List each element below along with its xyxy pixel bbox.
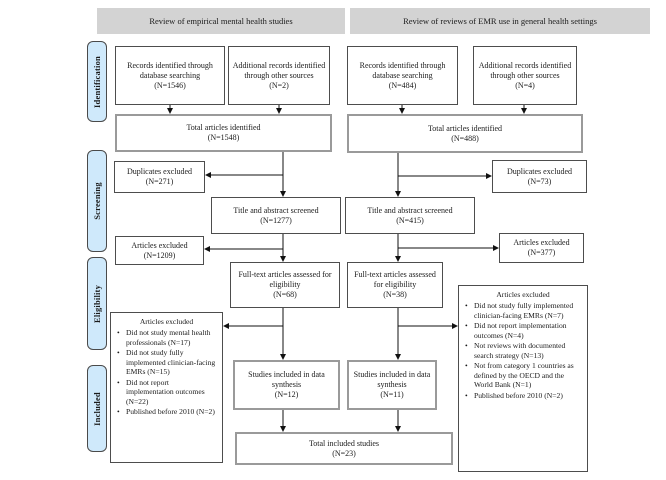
box-fulltext-excluded-right: Articles excluded Did not study fully im… <box>458 285 588 472</box>
box-title-abstract-right: Title and abstract screened (N=415) <box>345 197 475 234</box>
column-header-right-label: Review of reviews of EMR use in general … <box>403 16 597 26</box>
box-records-other-left: Additional records identified through ot… <box>228 46 330 105</box>
exclusion-item: Did not report implementation outcomes (… <box>465 321 583 340</box>
exclusion-item: Did not study mental health professional… <box>117 328 218 347</box>
exclusion-list-right: Did not study fully implemented clinicia… <box>465 301 583 400</box>
box-total-included: Total included studies (N=23) <box>235 432 453 465</box>
stage-included-label: Included <box>92 391 102 426</box>
exclusion-list-left: Did not study mental health professional… <box>117 328 218 417</box>
stage-identification: Identification <box>87 41 107 122</box>
box-records-database-right: Records identified through database sear… <box>347 46 458 105</box>
column-header-left-label: Review of empirical mental health studie… <box>149 16 293 26</box>
exclusion-item: Did not study fully implemented clinicia… <box>465 301 583 320</box>
box-fulltext-assessed-right: Full-text articles assessed for eligibil… <box>347 262 443 308</box>
box-synthesis-right: Studies included in data synthesis (N=11… <box>347 360 437 410</box>
box-duplicates-excluded-left: Duplicates excluded (N=271) <box>114 161 205 193</box>
box-duplicates-excluded-right: Duplicates excluded (N=73) <box>492 160 587 193</box>
column-header-left: Review of empirical mental health studie… <box>97 8 345 34</box>
exclusion-item: Not reviews with documented search strat… <box>465 341 583 360</box>
exclusion-list-title-left: Articles excluded <box>139 317 194 326</box>
box-fulltext-excluded-left: Articles excluded Did not study mental h… <box>110 312 223 463</box>
exclusion-item: Did not study fully implemented clinicia… <box>117 348 218 376</box>
box-records-database-left: Records identified through database sear… <box>115 46 225 105</box>
exclusion-item: Published before 2010 (N=2) <box>465 391 583 401</box>
stage-eligibility: Eligibility <box>87 257 107 350</box>
exclusion-list-title-right: Articles excluded <box>496 290 550 299</box>
box-fulltext-assessed-left: Full-text articles assessed for eligibil… <box>230 262 340 308</box>
box-title-abstract-left: Title and abstract screened (N=1277) <box>211 197 341 234</box>
box-articles-excluded-screen-left: Articles excluded (N=1209) <box>115 236 204 265</box>
column-header-right: Review of reviews of EMR use in general … <box>350 8 650 34</box>
box-records-other-right: Additional records identified through ot… <box>473 46 577 105</box>
box-total-identified-left: Total articles identified (N=1548) <box>115 114 332 152</box>
stage-screening-label: Screening <box>92 182 102 220</box>
stage-eligibility-label: Eligibility <box>92 284 102 323</box>
box-articles-excluded-screen-right: Articles excluded (N=377) <box>499 233 584 263</box>
stage-included: Included <box>87 365 107 452</box>
exclusion-item: Not from category 1 countries as defined… <box>465 361 583 389</box>
stage-identification-label: Identification <box>92 55 102 108</box>
box-total-identified-right: Total articles identified (N=488) <box>347 114 583 153</box>
box-synthesis-left: Studies included in data synthesis (N=12… <box>233 360 340 410</box>
stage-screening: Screening <box>87 150 107 252</box>
exclusion-item: Published before 2010 (N=2) <box>117 407 218 417</box>
exclusion-item: Did not report implementation outcomes (… <box>117 378 218 406</box>
